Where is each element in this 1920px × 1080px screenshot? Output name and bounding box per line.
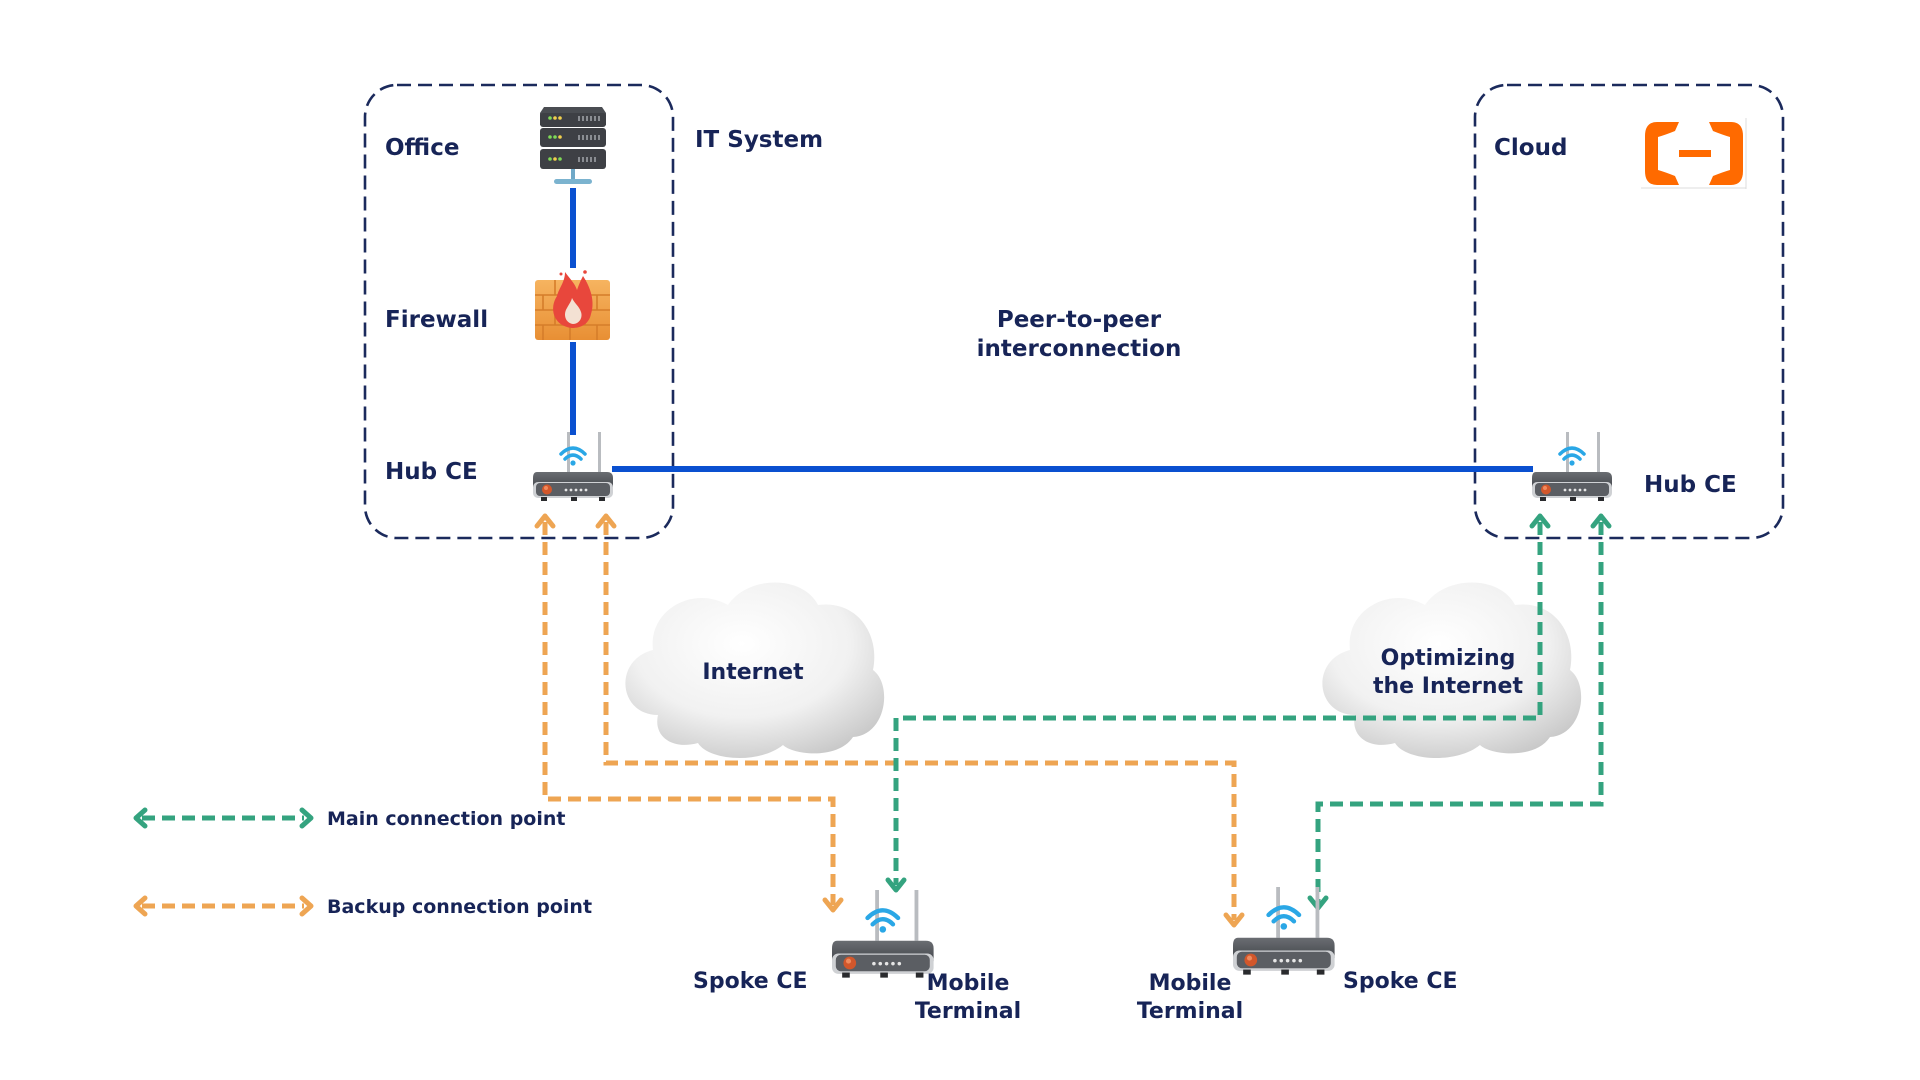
peer-link-label-line2: interconnection [977,336,1182,362]
spoke2-label: Spoke CE [1343,969,1458,994]
main-arrowhead-up-1 [1529,513,1551,529]
legend-backup-label: Backup connection point [327,896,592,918]
main-arrowhead-down-1 [885,877,907,893]
legend-main-arrow-icon [133,807,314,829]
cloud-zone-box [1473,83,1785,540]
backup-link-hub-to-spoke1 [542,522,836,905]
spoke-1: Spoke CE Mobile Terminal [693,890,1021,1024]
spoke1-router-icon [832,890,934,978]
cloud-hub-router-icon [1530,430,1614,503]
spoke1-terminal-line2: Terminal [915,999,1021,1024]
backup-arrowhead-up-2 [595,513,617,529]
office-hub-label: Hub CE [385,459,478,485]
backup-arrowhead-down-1 [822,897,844,913]
backup-arrowhead-down-2 [1223,912,1245,928]
cloud-hub-label: Hub CE [1644,472,1737,498]
firewall-label: Firewall [385,307,488,333]
backup-link-hub-to-spoke2 [603,522,1237,920]
legend-backup-arrow-icon [133,895,314,917]
server-stack-icon [540,107,606,184]
spoke-2: Spoke CE Mobile Terminal [1137,887,1458,1024]
it-system-label: IT System [695,127,823,153]
office-zone-box [363,83,675,540]
peer-link-label-line1: Peer-to-peer [997,307,1162,333]
office-title: Office [385,135,459,161]
backup-arrowhead-up-1 [534,513,556,529]
spoke1-label: Spoke CE [693,969,808,994]
legend-main-label: Main connection point [327,808,565,830]
optimized-cloud-label-line1: Optimizing [1381,646,1516,671]
main-arrowhead-up-2 [1590,513,1612,529]
legend: Main connection point Backup connection … [133,807,592,918]
cloud-title: Cloud [1494,135,1567,161]
office-hub-router-icon [531,430,615,503]
firewall-icon [535,270,610,340]
cloud-provider-logo-icon [1641,118,1747,189]
main-link-hub-to-spoke2 [1315,522,1604,903]
spoke1-terminal-line1: Mobile [927,971,1010,996]
optimized-cloud-label-line2: the Internet [1373,674,1523,699]
spoke2-terminal-line2: Terminal [1137,999,1243,1024]
main-link-hub-to-spoke1 [893,522,1543,885]
spoke2-terminal-line1: Mobile [1149,971,1232,996]
internet-cloud-label: Internet [702,660,804,685]
